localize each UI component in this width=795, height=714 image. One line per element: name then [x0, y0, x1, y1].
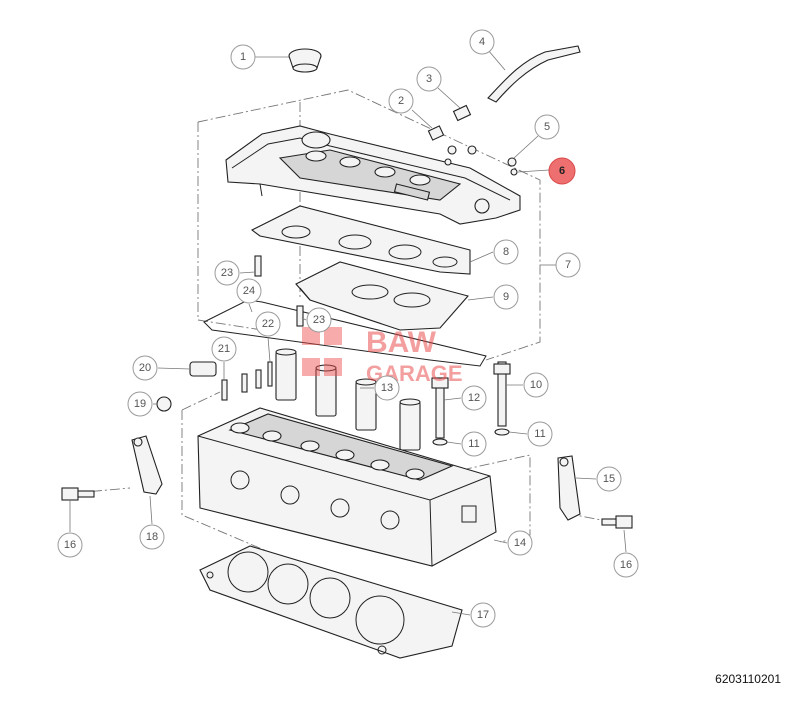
cylinder-head — [197, 407, 497, 567]
callout-label: 12 — [468, 392, 480, 404]
baffle-plate — [295, 261, 469, 331]
drawing-code: 6203110201 — [715, 672, 781, 686]
callout-4: 4 — [469, 29, 495, 55]
callout-label: 13 — [381, 382, 393, 394]
callout-18: 18 — [139, 524, 165, 550]
callout-label: 22 — [262, 318, 274, 330]
callout-16a: 16 — [57, 532, 83, 558]
callout-8: 8 — [493, 239, 519, 265]
callout-13: 13 — [374, 375, 400, 401]
callout-label: 14 — [514, 537, 526, 549]
cover-nuts — [444, 145, 518, 176]
callout-label: 18 — [146, 531, 158, 543]
callout-label: 16 — [64, 539, 76, 551]
spark-plug-tubes — [275, 348, 421, 451]
callout-2: 2 — [388, 88, 414, 114]
callout-label: 24 — [243, 285, 255, 297]
callout-label: 3 — [426, 73, 432, 85]
callout-11a: 11 — [461, 431, 487, 457]
callout-label: 11 — [534, 428, 545, 440]
callout-label: 1 — [240, 51, 246, 63]
callout-label: 10 — [530, 379, 542, 391]
callout-label: 19 — [134, 398, 146, 410]
callout-label: 16 — [620, 559, 632, 571]
callout-label: 21 — [218, 343, 230, 355]
lifting-hooks — [131, 435, 581, 521]
callout-label: 23 — [313, 314, 325, 326]
cover-gasket — [250, 205, 471, 275]
callout-label: 4 — [479, 36, 485, 48]
callout-label: 20 — [139, 362, 151, 374]
callout-1: 1 — [230, 44, 256, 70]
callout-label: 9 — [503, 291, 509, 303]
oil-filler-cap — [288, 48, 322, 73]
cover-bolts — [254, 255, 304, 327]
callout-17: 17 — [470, 602, 496, 628]
callout-label: 5 — [544, 121, 550, 133]
callout-20: 20 — [132, 355, 158, 381]
callout-label: 11 — [468, 438, 479, 450]
callout-5: 5 — [534, 114, 560, 140]
callout-14: 14 — [507, 530, 533, 556]
callout-12: 12 — [461, 385, 487, 411]
callout-10: 10 — [523, 372, 549, 398]
callout-15: 15 — [596, 466, 622, 492]
callout-label: 23 — [221, 267, 233, 279]
valve-cover — [225, 125, 521, 225]
hook-bolts — [61, 487, 633, 529]
callout-label: 6 — [559, 165, 565, 177]
callout-label: 8 — [503, 246, 509, 258]
watermark-line1: BAW — [366, 326, 437, 359]
callout-label: 7 — [565, 259, 571, 271]
callout-11b: 11 — [527, 421, 553, 447]
callout-9: 9 — [493, 284, 519, 310]
head-gasket — [199, 545, 463, 659]
small-parts — [156, 361, 273, 412]
callout-3: 3 — [416, 66, 442, 92]
breather-parts — [427, 45, 581, 141]
callout-21: 21 — [211, 336, 237, 362]
callout-16b: 16 — [613, 552, 639, 578]
callout-7: 7 — [555, 252, 581, 278]
callout-label: 17 — [477, 609, 489, 621]
callout-22: 22 — [255, 311, 281, 337]
callout-19: 19 — [127, 391, 153, 417]
callout-label: 15 — [603, 473, 615, 485]
callout-23a: 23 — [214, 260, 240, 286]
callout-24: 24 — [236, 278, 262, 304]
callout-label: 2 — [398, 95, 404, 107]
callout-6-highlighted: 6 — [548, 157, 576, 185]
callout-23b: 23 — [306, 307, 332, 333]
leader-lines — [69, 49, 627, 616]
